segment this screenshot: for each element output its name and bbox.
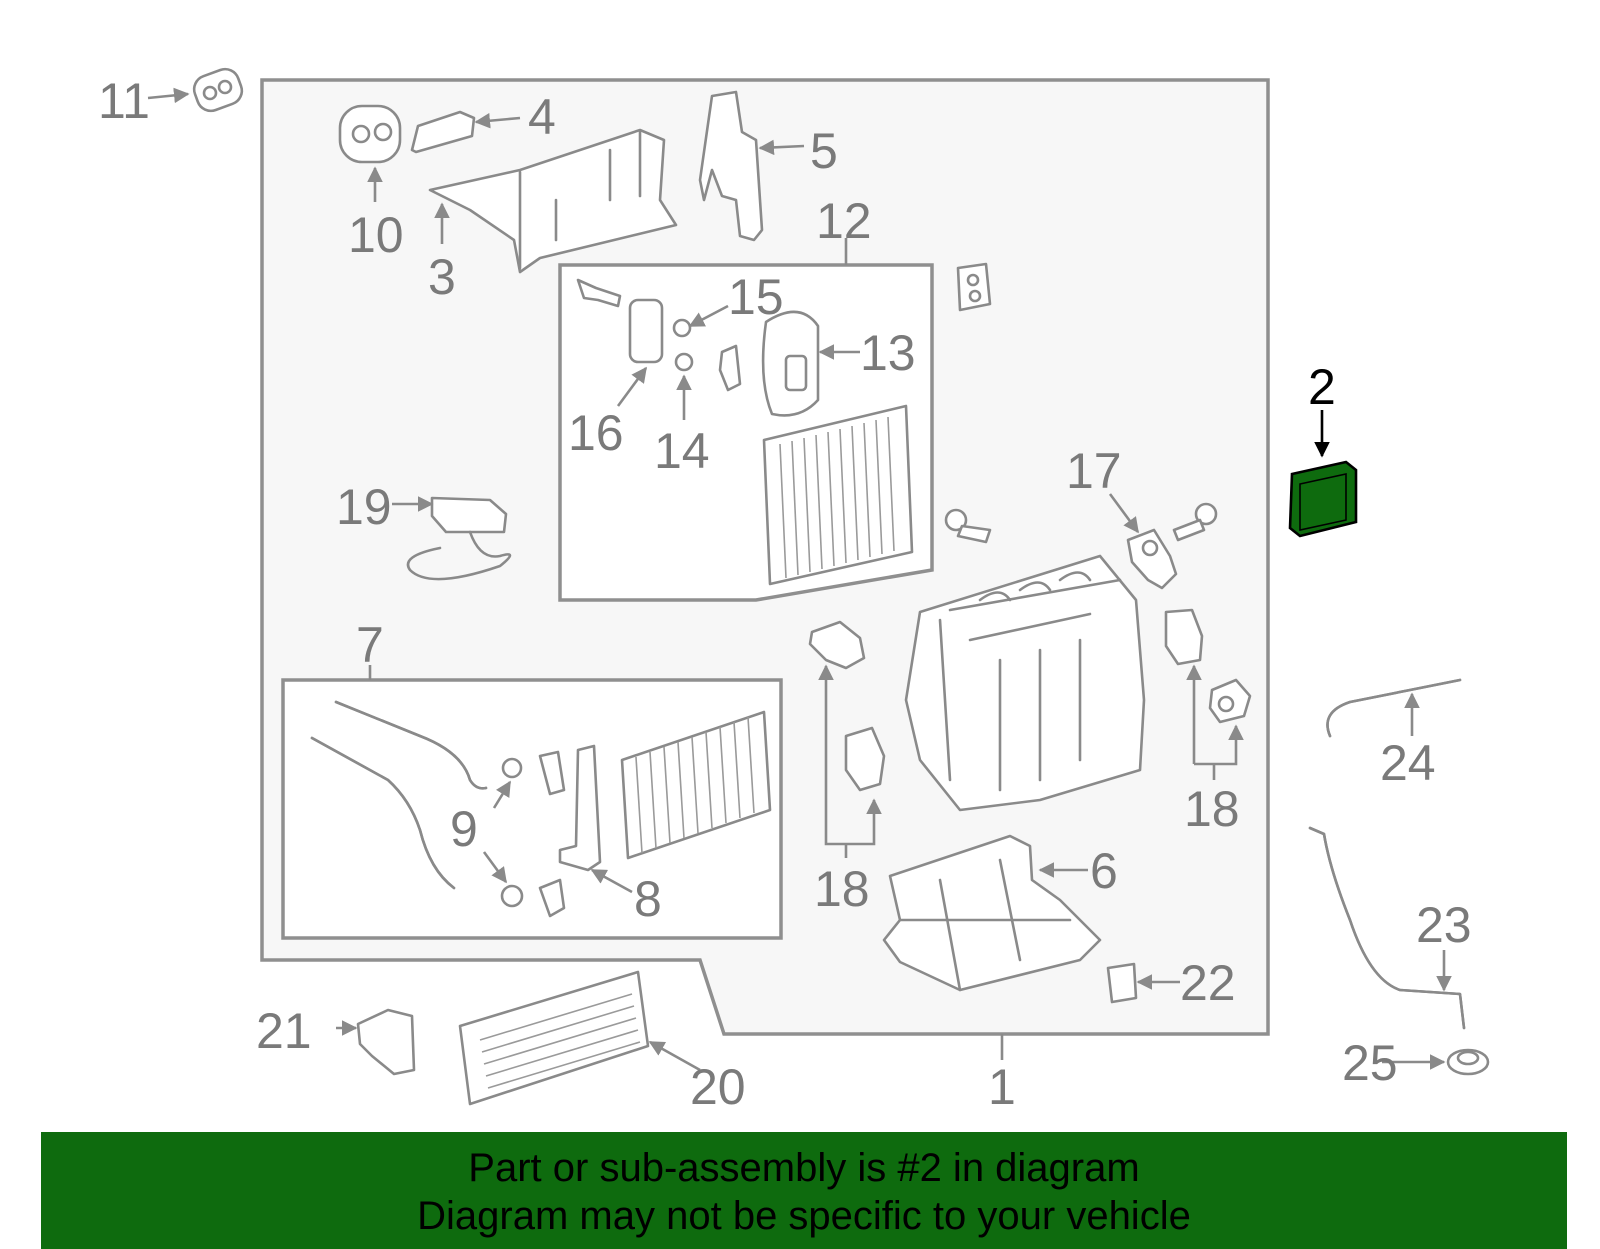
callout-25: 25 bbox=[1342, 1035, 1398, 1091]
part-10-seal bbox=[338, 104, 402, 164]
clip-part bbox=[538, 878, 566, 918]
part-7-pipes bbox=[310, 700, 488, 890]
callout-9: 9 bbox=[450, 801, 478, 857]
clip-part bbox=[956, 262, 992, 312]
heater-core bbox=[620, 710, 772, 860]
part-3-bracket bbox=[428, 128, 678, 274]
part-6-lower-case bbox=[882, 834, 1102, 992]
part-18-actuator-c bbox=[1164, 608, 1204, 666]
hvac-case bbox=[904, 554, 1146, 812]
part-5-duct bbox=[698, 90, 764, 242]
bolt-part bbox=[1172, 502, 1218, 542]
banner-line-2: Diagram may not be specific to your vehi… bbox=[417, 1194, 1191, 1238]
part-15-oring bbox=[672, 318, 692, 338]
callout-3: 3 bbox=[428, 249, 456, 305]
part-8-bracket bbox=[558, 744, 602, 872]
part-22-cap bbox=[1106, 962, 1138, 1004]
bracket-small bbox=[718, 344, 742, 392]
clip-part bbox=[538, 750, 566, 796]
callout-13: 13 bbox=[860, 325, 916, 381]
part-20-heater bbox=[458, 970, 650, 1106]
callout-2[interactable]: 2 bbox=[1308, 359, 1336, 415]
callout-4: 4 bbox=[528, 89, 556, 145]
part-11-grommet bbox=[192, 67, 244, 113]
callout-11: 11 bbox=[98, 73, 150, 129]
part-17-actuator bbox=[1126, 528, 1178, 590]
callout-15: 15 bbox=[728, 269, 784, 325]
part-25-grommet bbox=[1446, 1048, 1490, 1076]
part-9-seal bbox=[500, 884, 524, 908]
part-13-cover bbox=[761, 310, 820, 417]
callout-7: 7 bbox=[356, 617, 384, 673]
callout-6: 6 bbox=[1090, 843, 1118, 899]
callout-22: 22 bbox=[1180, 955, 1236, 1011]
banner-line-1: Part or sub-assembly is #2 in diagram bbox=[468, 1146, 1140, 1190]
callout-23: 23 bbox=[1416, 897, 1472, 953]
bolt-part bbox=[944, 508, 992, 544]
callout-18-right: 18 bbox=[1184, 781, 1240, 837]
callout-5: 5 bbox=[810, 123, 838, 179]
part-18-actuator-d bbox=[1208, 678, 1252, 724]
part-21-bracket bbox=[356, 1008, 416, 1076]
callout-19: 19 bbox=[336, 479, 392, 535]
evaporator-core bbox=[762, 404, 914, 586]
callout-16: 16 bbox=[568, 405, 624, 461]
part-14-oring bbox=[674, 352, 694, 372]
part-19-sensor bbox=[406, 496, 512, 581]
callout-12: 12 bbox=[816, 193, 872, 249]
callout-20: 20 bbox=[690, 1059, 746, 1115]
callout-21: 21 bbox=[256, 1003, 312, 1059]
callout-17: 17 bbox=[1066, 443, 1122, 499]
part-4-cover bbox=[410, 110, 476, 154]
part-18-actuator-b bbox=[844, 726, 886, 792]
part-24-hose bbox=[1326, 678, 1462, 738]
part-16-valve bbox=[576, 278, 664, 364]
callout-8: 8 bbox=[634, 871, 662, 927]
callout-18-left: 18 bbox=[814, 861, 870, 917]
part-2-highlighted[interactable] bbox=[1288, 460, 1358, 538]
callout-1: 1 bbox=[988, 1059, 1016, 1115]
callout-10: 10 bbox=[348, 207, 404, 263]
info-banner: Part or sub-assembly is #2 in diagram Di… bbox=[41, 1132, 1567, 1249]
part-18-actuator-a bbox=[808, 620, 866, 670]
callout-14: 14 bbox=[654, 423, 710, 479]
part-9-seal bbox=[501, 757, 523, 779]
callout-24: 24 bbox=[1380, 735, 1436, 791]
